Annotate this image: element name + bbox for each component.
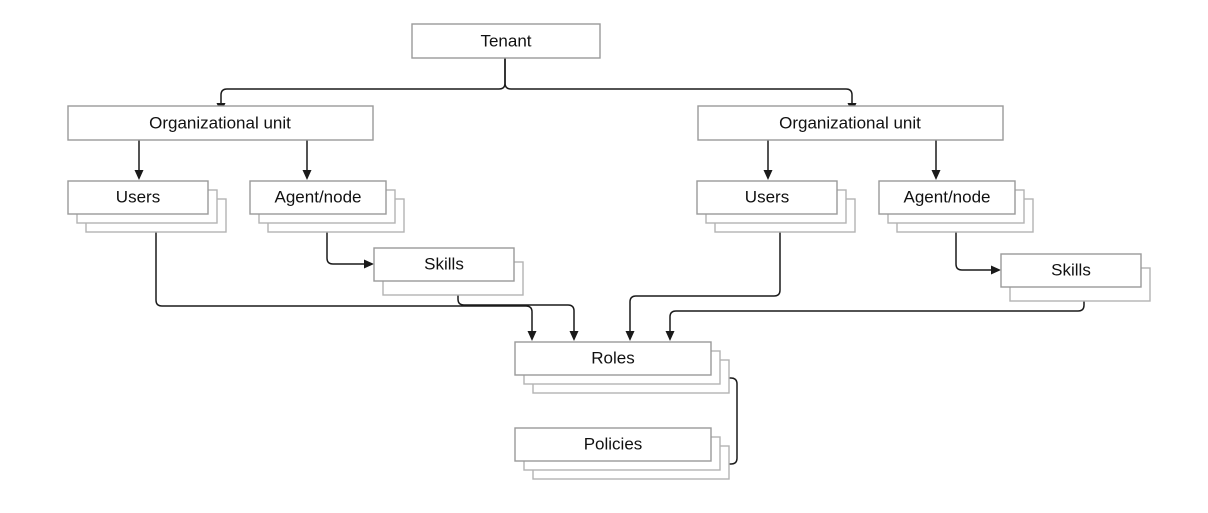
users-left-box[interactable] xyxy=(67,180,209,215)
edge-usersleft-to-roles xyxy=(155,232,533,331)
arrowhead-agent-left xyxy=(302,170,312,180)
skills-right-box[interactable] xyxy=(1000,253,1142,288)
arrowhead-users-left xyxy=(134,170,144,180)
edge-layer xyxy=(134,58,1085,469)
arrowhead-roles-in-1 xyxy=(527,331,537,341)
org-unit-right-box[interactable] xyxy=(697,105,1004,141)
policies-box[interactable] xyxy=(514,427,712,462)
org-unit-right-label: Organizational unit xyxy=(779,113,921,132)
node-roles[interactable]: Roles xyxy=(514,341,730,394)
users-left-label: Users xyxy=(116,187,160,206)
agent-right-box[interactable] xyxy=(878,180,1016,215)
arrowhead-skills-left xyxy=(364,259,374,269)
arrowhead-roles-in-2 xyxy=(569,331,579,341)
edge-agentright-to-skills xyxy=(955,232,992,271)
node-tenant[interactable]: Tenant xyxy=(411,23,601,59)
users-right-label: Users xyxy=(745,187,789,206)
node-agent-right[interactable]: Agent/node xyxy=(878,180,1034,233)
node-users-left[interactable]: Users xyxy=(67,180,227,233)
org-unit-left-label: Organizational unit xyxy=(149,113,291,132)
arrowhead-agent-right xyxy=(931,170,941,180)
edge-tenant-to-org-right xyxy=(504,58,853,104)
users-right-box[interactable] xyxy=(696,180,838,215)
node-agent-left[interactable]: Agent/node xyxy=(249,180,405,233)
edge-roles-to-policies xyxy=(717,377,738,465)
tenant-box[interactable] xyxy=(411,23,601,59)
edge-skillsleft-to-roles xyxy=(457,295,575,331)
skills-left-box[interactable] xyxy=(373,247,515,282)
agent-left-box[interactable] xyxy=(249,180,387,215)
node-org-unit-left[interactable]: Organizational unit xyxy=(67,105,374,141)
edge-skillsright-to-roles xyxy=(669,301,1085,331)
edge-tenant-to-org-left xyxy=(220,58,506,104)
node-skills-left[interactable]: Skills xyxy=(373,247,524,296)
arrowhead-roles-in-4 xyxy=(665,331,675,341)
node-org-unit-right[interactable]: Organizational unit xyxy=(697,105,1004,141)
node-policies[interactable]: Policies xyxy=(514,427,730,480)
arrowhead-skills-right xyxy=(991,265,1001,275)
node-users-right[interactable]: Users xyxy=(696,180,856,233)
edge-agentleft-to-skills xyxy=(326,232,365,265)
roles-label: Roles xyxy=(591,348,634,367)
skills-right-label: Skills xyxy=(1051,260,1091,279)
arrowhead-roles-in-3 xyxy=(625,331,635,341)
agent-left-label: Agent/node xyxy=(275,187,362,206)
policies-label: Policies xyxy=(584,434,643,453)
org-unit-left-box[interactable] xyxy=(67,105,374,141)
agent-right-label: Agent/node xyxy=(904,187,991,206)
arrowhead-users-right xyxy=(763,170,773,180)
tenant-label: Tenant xyxy=(480,31,531,50)
node-skills-right[interactable]: Skills xyxy=(1000,253,1151,302)
edge-usersright-to-roles xyxy=(629,232,781,331)
skills-left-label: Skills xyxy=(424,254,464,273)
roles-box[interactable] xyxy=(514,341,712,376)
